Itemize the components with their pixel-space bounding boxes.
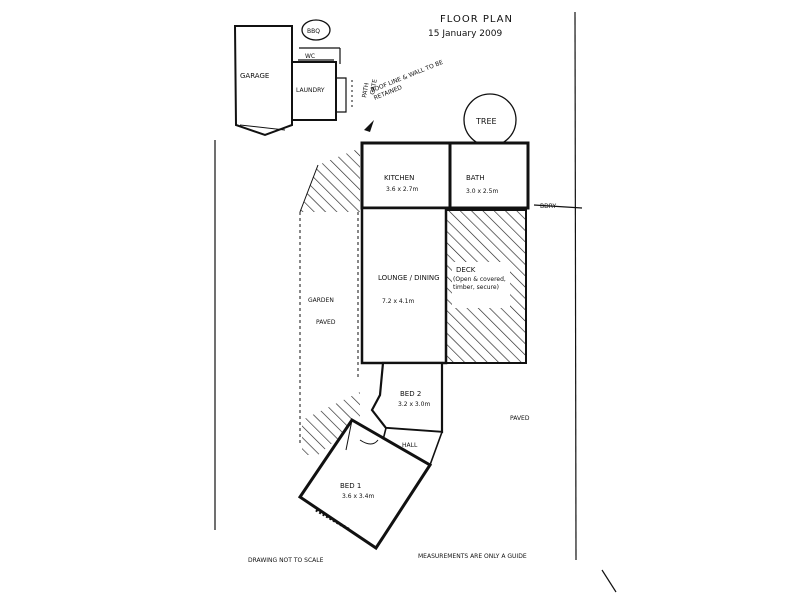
deck-note: (Open & covered, timber, secure)	[453, 276, 506, 291]
garden-size: PAVED	[316, 319, 336, 326]
laundry-label: LAUNDRY	[296, 87, 325, 94]
deck-area: DECK (Open & covered, timber, secure)	[445, 209, 527, 364]
plan-date: 15 January 2009	[428, 29, 502, 39]
bath-label: BATH	[466, 174, 485, 182]
wc-label: WC	[305, 53, 315, 60]
kitchen-room: KITCHEN 3.6 x 2.7m	[360, 141, 452, 210]
lounge-room: LOUNGE / DINING 7.2 x 4.1m	[360, 206, 448, 365]
paving-hatch-bottom	[302, 392, 360, 455]
garage-room: GARAGE	[233, 25, 293, 137]
bath-room: BATH 3.0 x 2.5m	[448, 141, 530, 210]
kitchen-label: KITCHEN	[384, 174, 414, 182]
garage-label: GARAGE	[240, 72, 269, 80]
bed2-room: BED 2 3.2 x 3.0m	[370, 361, 444, 434]
bed2-label: BED 2	[400, 390, 421, 398]
boundary-label: BDRY	[540, 203, 557, 210]
garden-label: GARDEN	[308, 297, 334, 304]
bath-size: 3.0 x 2.5m	[466, 188, 498, 195]
bed1-room: BED 1 3.6 x 3.4m	[297, 418, 433, 551]
gate-label: GATE	[369, 78, 379, 95]
bbq-label: BBQ	[307, 28, 320, 35]
tree-marker: TREE	[463, 93, 517, 147]
footer-left-note: DRAWING NOT TO SCALE	[248, 557, 324, 564]
roof-note-text: ROOF LINE & WALL TO BE RETAINED	[369, 58, 445, 102]
kitchen-size: 3.6 x 2.7m	[386, 186, 418, 193]
tree-label: TREE	[475, 117, 497, 126]
footer-right-note: MEASUREMENTS ARE ONLY A GUIDE	[418, 553, 527, 560]
bed2-size: 3.2 x 3.0m	[398, 401, 430, 408]
laundry-room: WC LAUNDRY PATH GATE	[291, 47, 379, 121]
lounge-size: 7.2 x 4.1m	[382, 298, 414, 305]
bed1-size: 3.6 x 3.4m	[342, 493, 374, 500]
bed1-label: BED 1	[340, 482, 361, 490]
path-label: PATH	[361, 82, 371, 98]
paving-hatch-top	[299, 148, 360, 213]
deck-label: DECK	[456, 266, 476, 274]
hall-label: HALL	[402, 442, 418, 449]
roof-note: ROOF LINE & WALL TO BE RETAINED	[364, 58, 445, 132]
garden-area: GARDEN PAVED	[299, 212, 359, 445]
paving-label: PAVED	[510, 415, 530, 422]
bbq-marker: BBQ	[301, 19, 331, 41]
lounge-label: LOUNGE / DINING	[378, 274, 440, 282]
plan-title: FLOOR PLAN	[440, 14, 513, 25]
property-boundary	[214, 11, 617, 593]
